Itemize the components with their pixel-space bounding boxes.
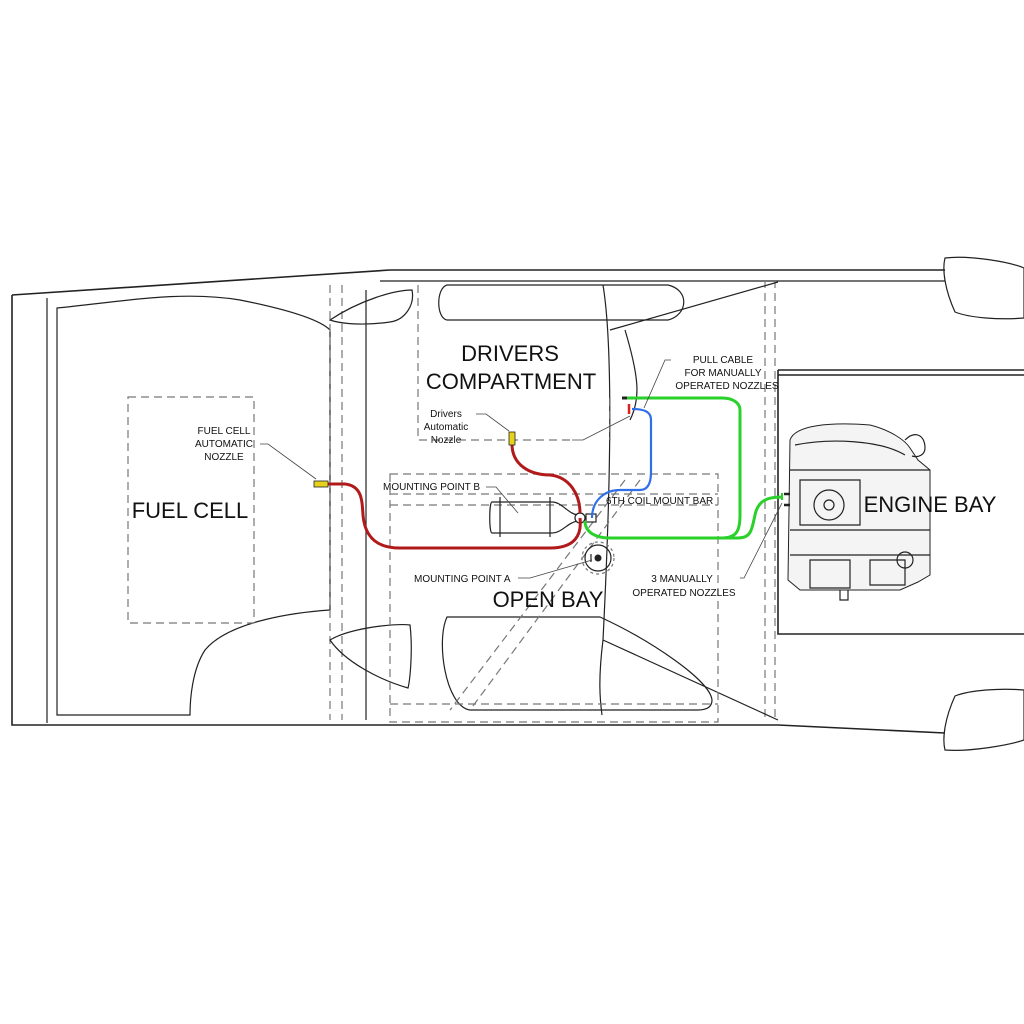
open-bay-label: OPEN BAY <box>493 587 604 612</box>
svg-text:3 MANUALLY: 3 MANUALLY <box>651 574 713 585</box>
open-bay-zone <box>389 473 719 723</box>
drivers-auto-line <box>510 443 582 514</box>
svg-text:Nozzle: Nozzle <box>431 435 462 446</box>
manual-nozzles-callout: 3 MANUALLY OPERATED NOZZLES <box>632 574 735 599</box>
car-body-outline <box>11 256 1024 751</box>
fuel-cell-label: FUEL CELL <box>132 498 249 523</box>
drivers-compartment-label-1: DRIVERS <box>461 341 559 366</box>
svg-text:FUEL CELL: FUEL CELL <box>198 426 251 437</box>
mounting-point-a <box>581 541 615 575</box>
pull-cable-callout: PULL CABLE FOR MANUALLY OPERATED NOZZLES <box>675 355 778 392</box>
mounting-point-a-callout: MOUNTING POINT A <box>414 574 511 585</box>
engine-bay-label: ENGINE BAY <box>864 492 997 517</box>
fuel-cell-nozzle-callout: FUEL CELL AUTOMATIC NOZZLE <box>195 426 253 463</box>
svg-text:OPERATED NOZZLES: OPERATED NOZZLES <box>632 588 735 599</box>
svg-text:FOR MANUALLY: FOR MANUALLY <box>684 368 761 379</box>
svg-text:OPERATED NOZZLES: OPERATED NOZZLES <box>675 381 778 392</box>
svg-text:AUTOMATIC: AUTOMATIC <box>195 439 253 450</box>
manual-line-front <box>583 396 742 540</box>
drivers-nozzle-icon <box>508 431 516 446</box>
svg-text:Drivers: Drivers <box>430 409 462 420</box>
drivers-compartment-zone <box>417 285 611 441</box>
svg-text:PULL CABLE: PULL CABLE <box>693 355 754 366</box>
engine-illustration <box>787 423 931 601</box>
drivers-nozzle-callout: Drivers Automatic Nozzle <box>424 409 468 446</box>
mounting-point-b-callout: MOUNTING POINT B <box>383 482 480 493</box>
fuel-cell-zone <box>127 396 255 624</box>
fuel-cell-nozzle-icon <box>313 480 329 488</box>
fuel-cell-auto-line <box>325 482 582 550</box>
svg-text:Automatic: Automatic <box>424 422 468 433</box>
coil-mount-bar-callout: 6TH COIL MOUNT BAR <box>606 496 713 507</box>
manual-line-engine <box>722 495 783 540</box>
drivers-compartment-label-2: COMPARTMENT <box>426 369 596 394</box>
pull-cable <box>590 407 653 519</box>
svg-text:NOZZLE: NOZZLE <box>204 452 244 463</box>
